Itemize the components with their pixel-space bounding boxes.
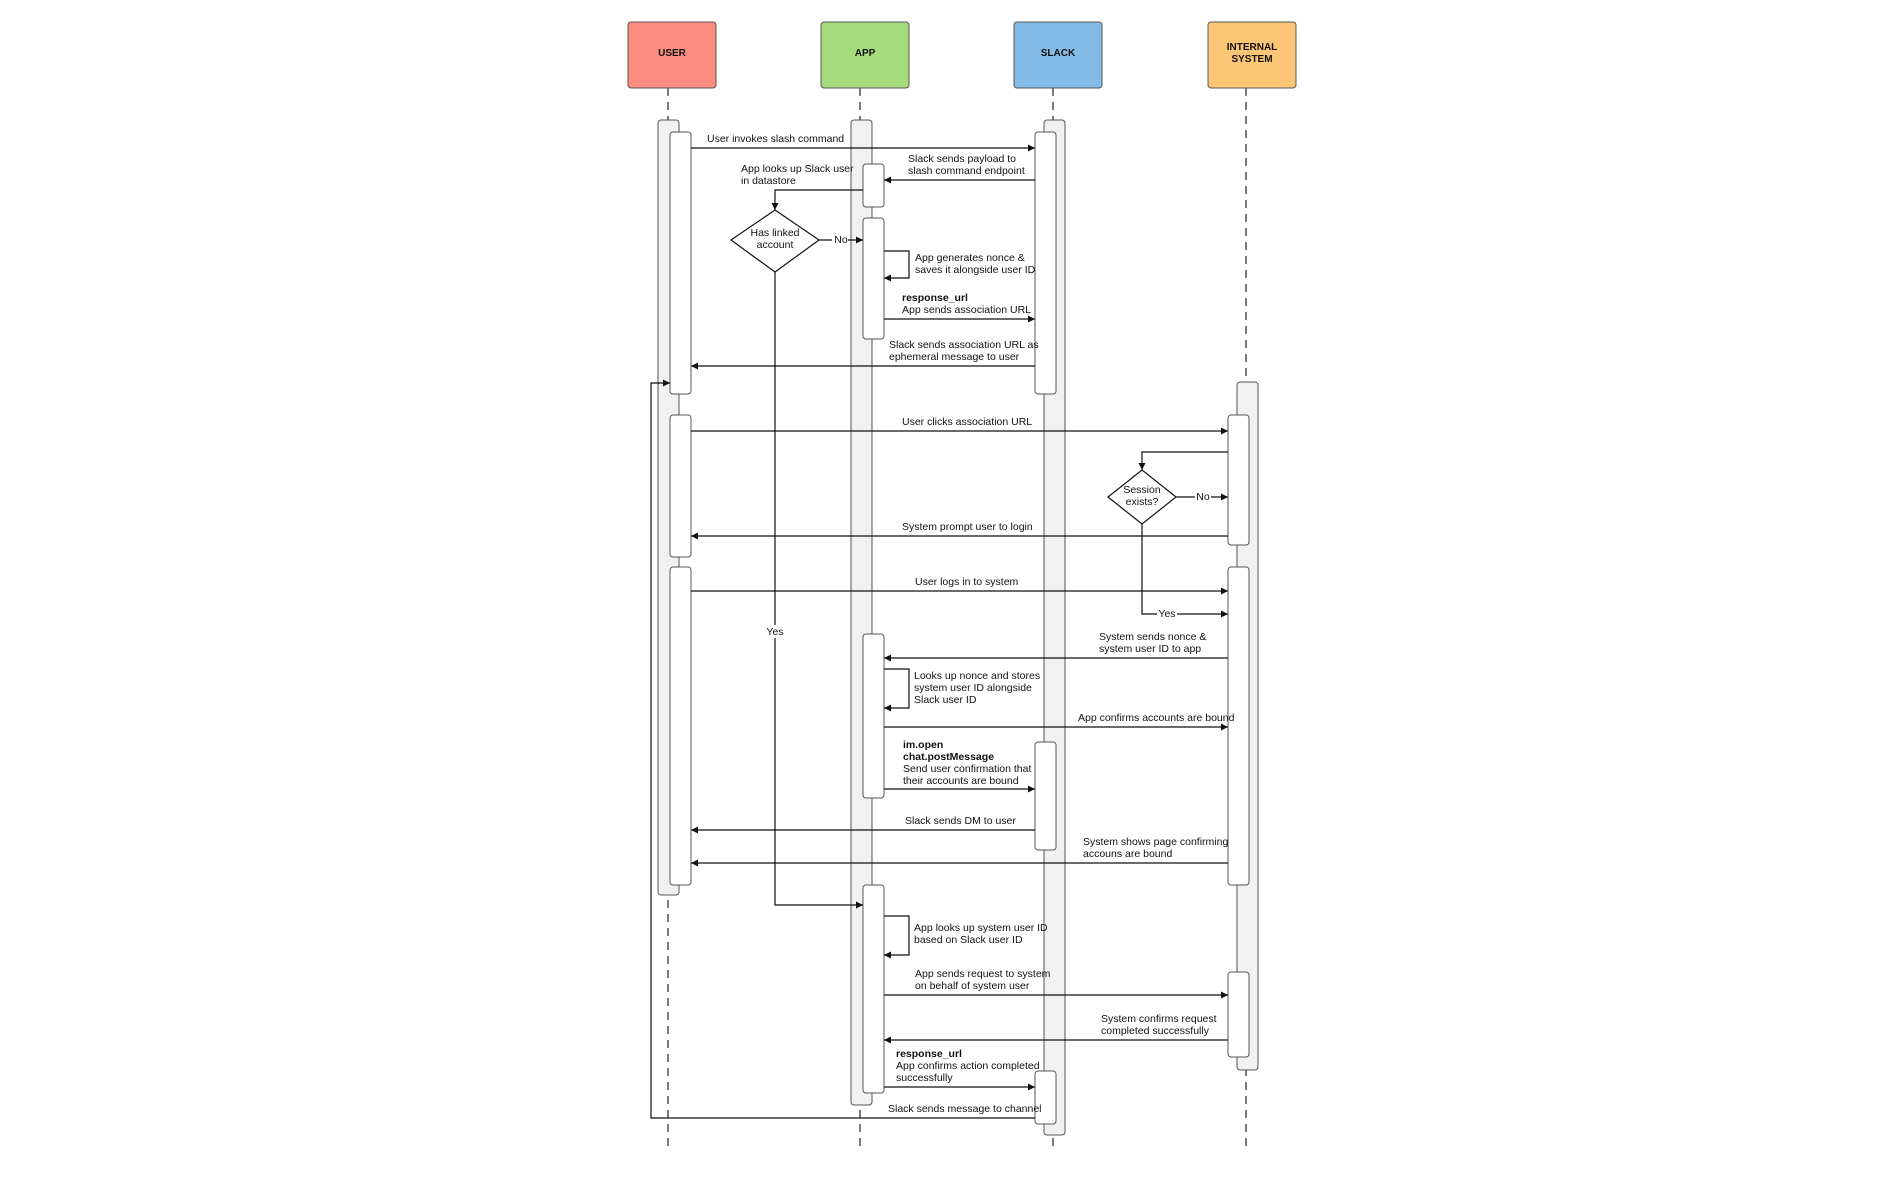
decision-label: account [757,239,794,251]
message-label: User logs in to system [915,576,1019,588]
decision-diamond [1107,469,1177,525]
message-label: System shows page confirming [1083,836,1228,848]
app-actor: APP [820,21,910,89]
internal-system-actor: INTERNAL SYSTEM [1207,21,1297,89]
no-branch-label: No [1196,491,1210,503]
user-activation [669,566,692,886]
decision-has-linked-account: Has linked account [729,209,821,273]
message-label: App sends request to system [915,968,1051,980]
arrow-app-generates-nonce [884,250,910,282]
app-activation [862,633,885,799]
yes-branch-label: Yes [1158,608,1175,620]
slack-actor-box [1013,21,1103,89]
message-label: Looks up nonce and stores [914,670,1040,682]
message-label: System sends nonce & [1099,631,1206,643]
app-actor-box [820,21,910,89]
slack-actor: SLACK [1013,21,1103,89]
decision-diamond [729,209,821,273]
internal-activation [1227,971,1250,1058]
internal-activation [1227,566,1250,886]
message-label: Slack sends payload to [908,153,1016,165]
slack-activation [1034,131,1057,395]
message-label: App confirms action completed [896,1060,1040,1072]
message-label: in datastore [741,175,796,187]
user-actor: USER [627,21,717,89]
message-label: User invokes slash command [707,133,844,145]
slack-activation [1034,1070,1057,1125]
internal-system-actor-label: SYSTEM [1231,54,1272,65]
internal-system-actor-label: INTERNAL [1227,42,1278,53]
message-api-label: chat.postMessage [903,751,994,763]
message-label: App confirms accounts are bound [1078,712,1235,724]
message-label: Slack sends association URL as [889,339,1039,351]
decision-label: exists? [1126,496,1159,508]
user-activation [669,414,692,558]
message-api-label: response_url [902,292,968,304]
message-api-label: response_url [896,1048,962,1060]
app-activation [862,884,885,1094]
internal-activation [1227,414,1250,546]
arrow-app-looks-up-slack-user [771,189,863,210]
message-label: slash command endpoint [908,165,1025,177]
message-label: saves it alongside user ID [915,264,1036,276]
slack-actor-label: SLACK [1041,48,1076,59]
message-label: ephemeral message to user [889,351,1020,363]
message-label: App sends association URL [902,304,1031,316]
app-actor-label: APP [855,48,876,59]
app-activation [862,217,885,340]
message-label: accouns are bound [1083,848,1172,860]
arrow-linked-account-yes [774,272,863,909]
user-actor-label: USER [658,48,687,59]
user-activation [669,131,692,395]
arrow-check-session [1138,451,1228,470]
no-branch-label: No [834,234,848,246]
message-label: system user ID alongside [914,682,1032,694]
arrow-app-looks-up-system-user [884,915,910,959]
yes-branch-label: Yes [766,626,783,638]
arrow-slack-sends-message-to-channel [650,379,1035,1119]
arrow-session-yes [1141,524,1228,618]
user-actor-box [627,21,717,89]
message-label: System prompt user to login [902,521,1033,533]
message-label: completed successfully [1101,1025,1210,1037]
message-label: Slack sends DM to user [905,815,1016,827]
message-label: their accounts are bound [903,775,1019,787]
arrow-looks-up-nonce [884,668,910,712]
slack-activation [1034,741,1057,851]
internal-system-actor-box [1207,21,1297,89]
message-label: on behalf of system user [915,980,1030,992]
decision-label: Session [1123,484,1161,496]
message-label: App generates nonce & [915,252,1025,264]
app-activation [862,163,885,208]
message-label: system user ID to app [1099,643,1201,655]
message-label: User clicks association URL [902,416,1032,428]
message-label: successfully [896,1072,953,1084]
message-label: Slack sends message to channel [888,1103,1042,1115]
message-label: App looks up Slack user [741,163,854,175]
message-label: Slack user ID [914,694,977,706]
message-label: based on Slack user ID [914,934,1023,946]
decision-label: Has linked [750,227,799,239]
message-label: Send user confirmation that [903,763,1031,775]
decision-session-exists: Session exists? [1107,469,1177,525]
message-label: System confirms request [1101,1013,1217,1025]
message-api-label: im.open [903,739,943,751]
message-label: App looks up system user ID [914,922,1048,934]
